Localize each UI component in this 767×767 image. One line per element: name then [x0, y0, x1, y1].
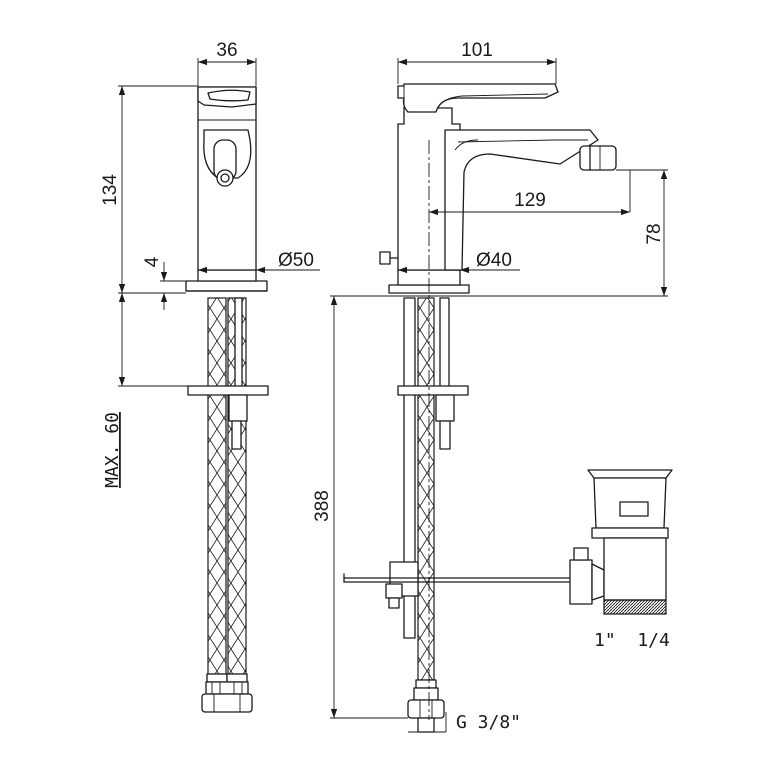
front-popup-knob — [379, 251, 391, 265]
front-hose-fitting — [407, 679, 445, 733]
dim-60-label: MAX. 60 — [102, 412, 123, 488]
dim-388-label: 388 — [312, 490, 333, 522]
side-backplate — [187, 385, 269, 396]
front-popup-connector — [385, 561, 419, 609]
side-base-ring — [197, 269, 257, 282]
dim-36-label: 36 — [216, 40, 237, 61]
dim-50-label: Ø50 — [278, 250, 314, 271]
waste-window — [619, 501, 649, 517]
waste-flange — [587, 469, 673, 479]
side-hose-left — [207, 297, 227, 675]
dim-4-label: 4 — [142, 256, 163, 267]
front-lever — [397, 83, 559, 113]
waste-thread-label: 1" 1/4 — [594, 630, 670, 651]
waste-body — [603, 537, 667, 601]
front-hose — [417, 297, 435, 681]
dim-78-label: 78 — [644, 223, 665, 244]
side-nut — [228, 394, 248, 422]
dim-101-label: 101 — [461, 40, 493, 61]
side-view — [185, 86, 269, 713]
side-base — [185, 280, 268, 292]
side-rod-end — [231, 420, 242, 450]
front-nozzle — [579, 145, 617, 171]
front-view — [379, 83, 617, 733]
dim-129-label: 129 — [514, 190, 546, 211]
waste-pivot — [569, 559, 593, 605]
front-spout — [444, 129, 599, 271]
dim-40-label: Ø40 — [476, 250, 512, 271]
side-nozzle — [216, 169, 234, 187]
waste-thread — [603, 599, 667, 615]
dimension-lines — [118, 58, 668, 733]
side-hose-fittings — [201, 673, 253, 713]
dimension-labels: 36 101 134 MAX. 60 4 Ø50 Ø40 129 78 388 … — [100, 40, 670, 733]
hose-thread-label: G 3/8" — [456, 712, 521, 733]
front-backplate — [397, 385, 469, 396]
popup-waste — [343, 469, 673, 615]
extension-lines — [118, 58, 668, 719]
front-pipe — [403, 297, 416, 639]
dim-134-label: 134 — [100, 174, 121, 206]
